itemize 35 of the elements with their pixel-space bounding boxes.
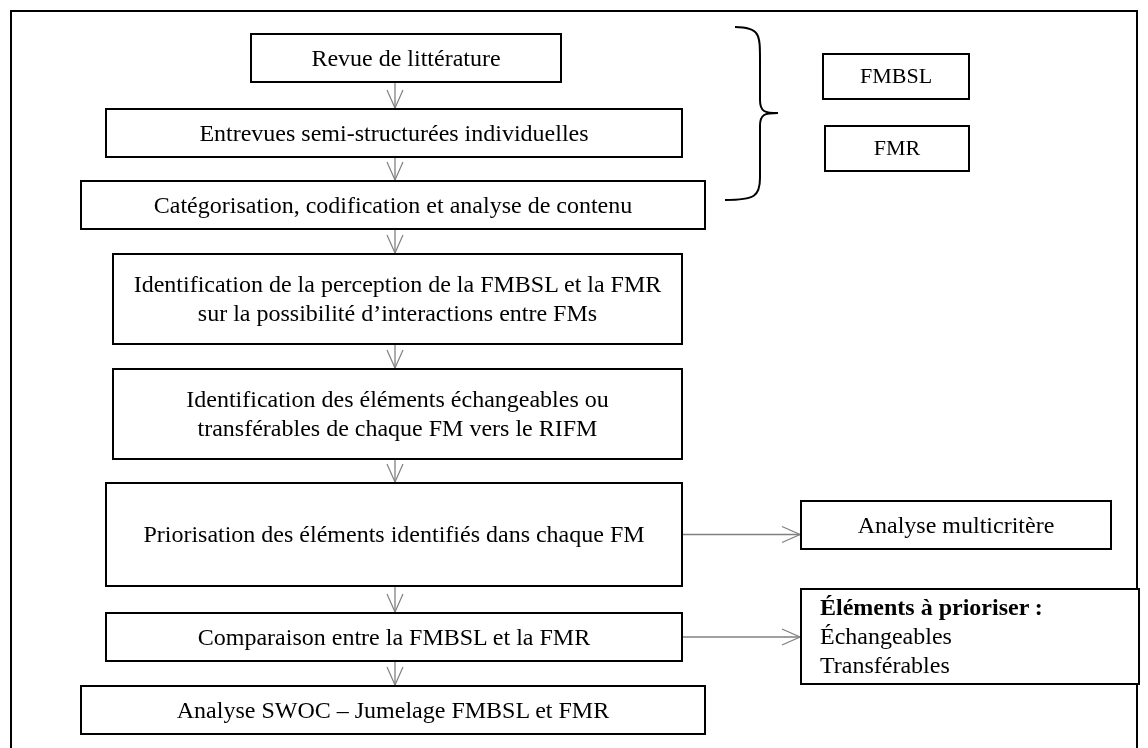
box-text: Échangeables xyxy=(820,622,952,651)
box-text: Catégorisation, codification et analyse de contenu xyxy=(153,190,633,220)
arrow xyxy=(386,661,404,686)
arrow xyxy=(386,157,404,181)
arrow xyxy=(386,82,404,109)
box-text: Revue de littérature xyxy=(311,43,501,73)
process-box xyxy=(824,125,970,172)
process-box xyxy=(800,500,1112,550)
arrow xyxy=(386,459,404,483)
box-text: FMBSL xyxy=(859,63,933,90)
process-box xyxy=(80,685,706,735)
arrow xyxy=(386,229,404,254)
box-text: Comparaison entre la FMBSL et la FMR xyxy=(197,622,591,652)
box-text: FMR xyxy=(873,135,921,162)
process-box xyxy=(800,588,1140,685)
process-box xyxy=(105,482,683,587)
arrow xyxy=(386,586,404,613)
box-text: Identification des éléments échangeables ou transférables de chaque FM vers le RIFM xyxy=(185,385,610,443)
process-box xyxy=(105,108,683,158)
box-text: Entrevues semi-structurées individuelles xyxy=(199,118,589,148)
box-text: Analyse SWOC – Jumelage FMBSL et FMR xyxy=(176,695,610,725)
process-box xyxy=(112,368,683,460)
process-box xyxy=(250,33,562,83)
arrow xyxy=(682,525,801,544)
box-text: Analyse multicritère xyxy=(857,510,1055,540)
process-box xyxy=(822,53,970,100)
box-text: Identification de la perception de la FMBSL et la FMR sur la possibilité d’interactions entre FMs xyxy=(132,270,663,328)
box-heading: Éléments à prioriser : xyxy=(820,593,1043,623)
box-text: Priorisation des éléments identifiés dans chaque FM xyxy=(143,520,645,549)
arrow xyxy=(682,628,801,646)
process-box xyxy=(112,253,683,345)
box-text: Transférables xyxy=(820,650,950,680)
process-box xyxy=(105,612,683,662)
arrow xyxy=(386,344,404,369)
process-box xyxy=(80,180,706,230)
